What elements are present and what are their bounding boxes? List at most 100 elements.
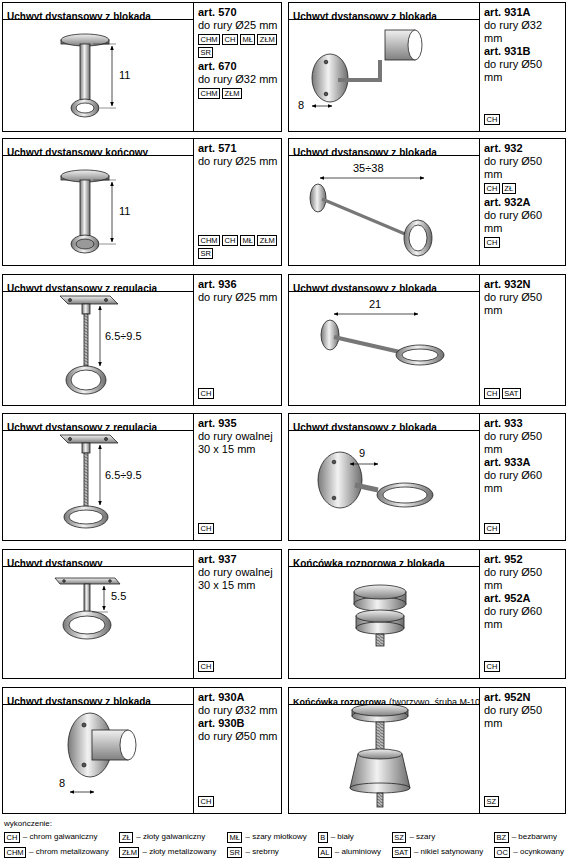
title-bar: Końcówka rozporowa z blokadą: [289, 550, 479, 567]
legend-description: – złoty galwaniczny: [136, 832, 205, 842]
title-bar: Uchwyt dystansowy z blokadą: [289, 414, 479, 431]
pipe-size: do rury Ø60 mm: [484, 209, 562, 235]
finish-code-text: CH: [225, 236, 236, 245]
title-bar: Uchwyt dystansowy z regulacją: [3, 275, 193, 292]
finish-code: CH: [198, 661, 214, 672]
finish-code-text: SR: [230, 848, 240, 857]
title-bar: Uchwyt dystansowy z blokadą: [3, 688, 193, 705]
product-cell: Uchwyt dystansowy z blokadą art. 933do ru…: [288, 413, 566, 541]
finish-code: BZ: [494, 832, 509, 843]
product-info: art. 932do rury Ø50 mmCHZŁart. 932Ado ru…: [479, 139, 565, 265]
product-title: Uchwyt dystansowy z regulacją: [7, 283, 157, 292]
finish-code: ZŁM: [257, 235, 277, 246]
finish-code-text: SR: [201, 48, 211, 57]
pipe-size: do rury Ø32 mm: [484, 19, 562, 45]
finish-code: CH: [484, 388, 500, 399]
finish-code-text: MŁ: [230, 833, 240, 842]
dimension-label: 35÷38: [352, 162, 385, 174]
dimension-label: 11: [118, 69, 131, 81]
finish-code-text: ZŁ: [504, 184, 513, 193]
finish-row: CH: [198, 523, 278, 534]
finish-row: CH ZŁ: [484, 183, 562, 194]
finish-code-text: SZ: [487, 797, 497, 806]
legend-description: – bezbarwny: [512, 832, 557, 842]
product-title: Uchwyt dystansowy z blokadą: [293, 422, 437, 431]
pipe-size: do rury Ø50 mm: [484, 155, 562, 181]
finish-code: CH: [484, 523, 500, 534]
finish-code: SR: [198, 248, 213, 259]
finish-code-text: SAT: [394, 848, 408, 857]
pipe-size: do rury Ø50 mm: [484, 566, 562, 592]
finish-row: CH: [198, 661, 278, 672]
legend-description: – złoty metalizowany: [142, 847, 216, 857]
finish-row: CHM CH MŁZŁM SR: [198, 235, 278, 259]
finish-code: CH: [484, 183, 500, 194]
article-number: art. 935: [198, 417, 278, 430]
dimension-label: 8: [58, 777, 66, 789]
pipe-size: do rury Ø50 mm: [484, 704, 562, 730]
product-cell: Końcówka rozporowa z blokadąart. 952do r…: [288, 549, 566, 679]
article-number: art. 571: [198, 142, 278, 155]
product-cell: Uchwyt dystansowy z blokadąart. 932Ndo r…: [288, 274, 566, 406]
finish-code: CH: [4, 832, 20, 843]
product-subtitle: (tworzywo, śruba M-10): [389, 697, 479, 705]
dimension-label: 5.5: [110, 590, 127, 602]
finish-row: CH: [484, 114, 562, 125]
finish-code: ZŁM: [222, 88, 242, 99]
finish-code-text: MŁ: [242, 35, 252, 44]
pipe-size: do rury Ø32 mm: [198, 73, 278, 86]
finish-code-text: CH: [487, 389, 498, 398]
article-number: art. 937: [198, 553, 278, 566]
article-number: art. 933A: [484, 456, 562, 469]
finish-code: MŁ: [240, 235, 255, 246]
title-bar: Uchwyt dystansowy z blokadą: [289, 3, 479, 20]
finish-code-text: CH: [487, 238, 498, 247]
title-bar: Uchwyt dystansowy z blokadą: [3, 3, 193, 20]
finish-code-text: CH: [201, 524, 212, 533]
product-title: Uchwyt dystansowy z blokadą: [7, 11, 151, 20]
finish-code: AL: [318, 847, 332, 858]
product-info: art. 933do rury Ø50 mmart. 933Ado rury Ø…: [479, 414, 565, 540]
article-number: art. 930B: [198, 717, 278, 730]
pipe-size: do rury owalnej 30 x 15 mm: [198, 566, 278, 592]
legend-description: – szary: [409, 832, 435, 842]
title-bar: Uchwyt dystansowy: [3, 550, 193, 567]
article-number: art. 931B: [484, 45, 562, 58]
finish-code: CH: [198, 388, 214, 399]
pipe-size: do rury Ø50 mm: [484, 58, 562, 84]
finish-code: SAT: [392, 847, 411, 858]
legend-description: – srebrny: [245, 847, 278, 857]
product-title: Uchwyt dystansowy: [7, 558, 103, 567]
finish-code: SR: [227, 847, 242, 858]
product-info: art. 935do rury owalnej 30 x 15 mmCH: [193, 414, 281, 540]
finish-code: OC: [494, 847, 510, 858]
finish-code: CHM: [198, 235, 220, 246]
legend-description: – chrom metalizowany: [29, 847, 109, 857]
finish-code-text: BZ: [497, 833, 507, 842]
product-cell: Uchwyt dystansowy z blokadąart. 932do ru…: [288, 138, 566, 266]
legend-description: – biały: [331, 832, 354, 842]
title-bar: Uchwyt dystansowy z regulacją: [3, 414, 193, 431]
finish-code-text: CHM: [201, 89, 218, 98]
finish-code: CH: [198, 523, 214, 534]
finish-code-text: ZŁ: [122, 833, 131, 842]
product-title: Uchwyt dystansowy z regulacją: [7, 422, 157, 431]
finish-code: B: [318, 832, 328, 843]
product-info: art. 932Ndo rury Ø50 mmCHSAT: [479, 275, 565, 405]
finish-code: CHM: [198, 34, 220, 45]
finish-row: CHMCHMŁZŁMSR: [198, 34, 278, 58]
product-cell: Uchwyt dystansowy końcowyart. 571do rury…: [2, 138, 282, 266]
finish-row: CHSAT: [484, 388, 562, 399]
finish-code-text: CH: [201, 662, 212, 671]
pipe-size: do rury Ø50 mm: [198, 730, 278, 743]
article-number: art. 670: [198, 60, 278, 73]
finish-code: ZŁ: [502, 183, 516, 194]
pipe-size: do rury Ø50 mm: [484, 430, 562, 456]
finish-code-text: ZŁM: [260, 35, 275, 44]
legend-description: – ocynkowany: [513, 847, 564, 857]
product-info: art. 571do rury Ø25 mmCHMCHMŁZŁMSR: [193, 139, 281, 265]
finish-code-text: CH: [487, 115, 498, 124]
article-number: art. 936: [198, 278, 278, 291]
product-info: art. 952Ndo rury Ø50 mmSZ: [479, 688, 565, 813]
